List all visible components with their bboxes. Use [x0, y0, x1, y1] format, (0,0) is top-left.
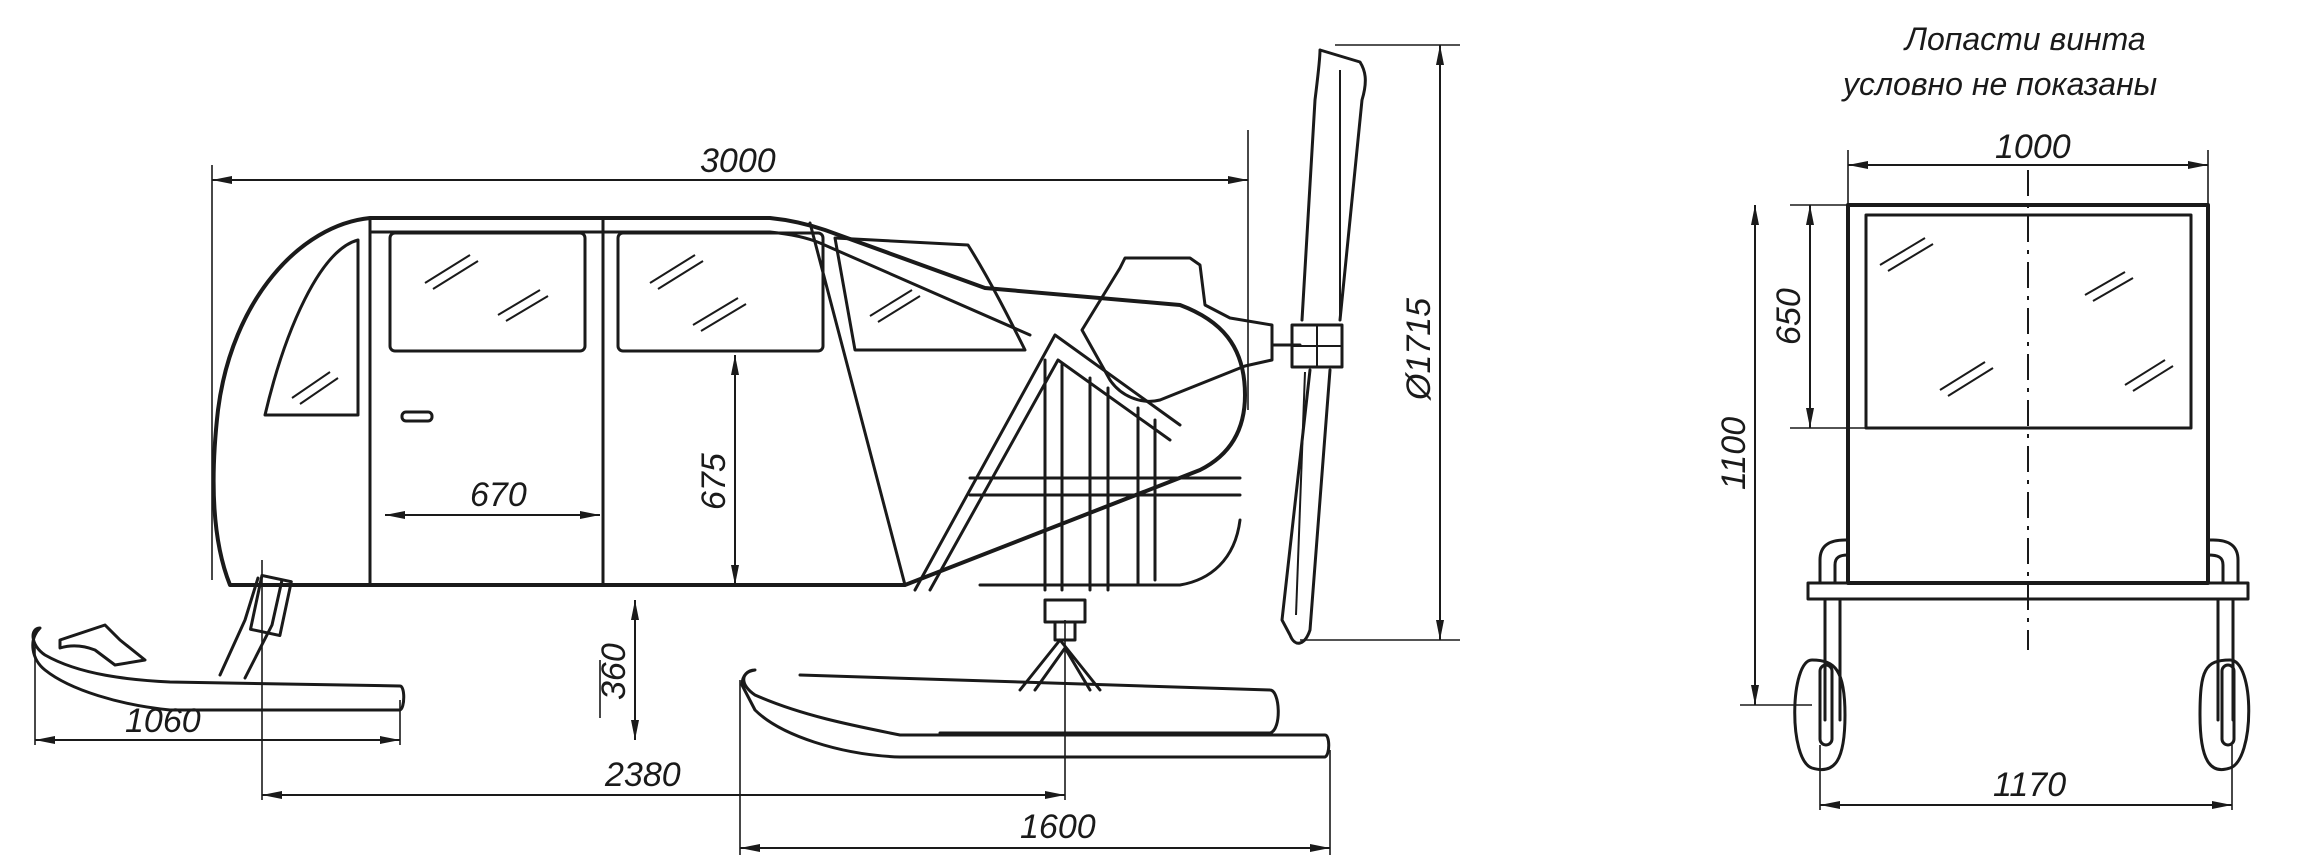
dim-door-width: 670 [470, 476, 527, 514]
dim-cabin-width: 1000 [1995, 128, 2071, 166]
front-ski [31, 626, 406, 712]
dim-front-ski-length: 1060 [125, 702, 201, 740]
side-view: 3000 670 675 360 Ø1715 1060 2380 1600 [31, 44, 1460, 855]
rear-ski-mount [1043, 598, 1087, 624]
front-view: Лопасти винта условно не показаны [1715, 21, 2251, 810]
dim-window-height: 650 [1770, 288, 1808, 345]
note-line-2: условно не показаны [1841, 66, 2157, 102]
window-3 [833, 236, 1027, 352]
note-line-1: Лопасти винта [1903, 21, 2146, 57]
dim-door-height: 675 [695, 453, 733, 510]
cross-beam [1806, 581, 2250, 601]
front-window [263, 238, 360, 417]
engine [1080, 256, 1274, 403]
right-ski-front [2198, 658, 2251, 771]
dim-ski-base: 2380 [604, 756, 681, 794]
dim-rear-ski-length: 1600 [1020, 808, 1096, 846]
dim-propeller-diameter: Ø1715 [1400, 298, 1438, 401]
roof-inner-line [368, 230, 1032, 337]
dim-track-width: 1170 [1993, 766, 2066, 804]
dim-overall-height: 1100 [1715, 417, 1753, 490]
door-pillar-rear [808, 221, 907, 587]
windshield-hatch-marks [1879, 237, 2174, 397]
left-strut [1818, 538, 1850, 722]
rear-truss-frame [913, 333, 1242, 592]
rear-strut [1018, 620, 1102, 692]
window-1 [388, 231, 587, 353]
right-strut [2206, 538, 2240, 722]
rear-ski [740, 668, 1331, 759]
glass-hatch-marks [291, 254, 921, 405]
door-handle [400, 410, 434, 423]
windshield [1864, 213, 2193, 430]
window-2 [616, 231, 825, 353]
dim-overall-length: 3000 [700, 142, 776, 180]
front-shock-absorber [249, 573, 293, 638]
left-ski-front [1793, 658, 1847, 771]
propeller-blade [1280, 48, 1367, 645]
front-strut [218, 576, 284, 680]
dim-ground-clearance: 360 [595, 643, 633, 700]
cabin-body [211, 216, 1247, 587]
